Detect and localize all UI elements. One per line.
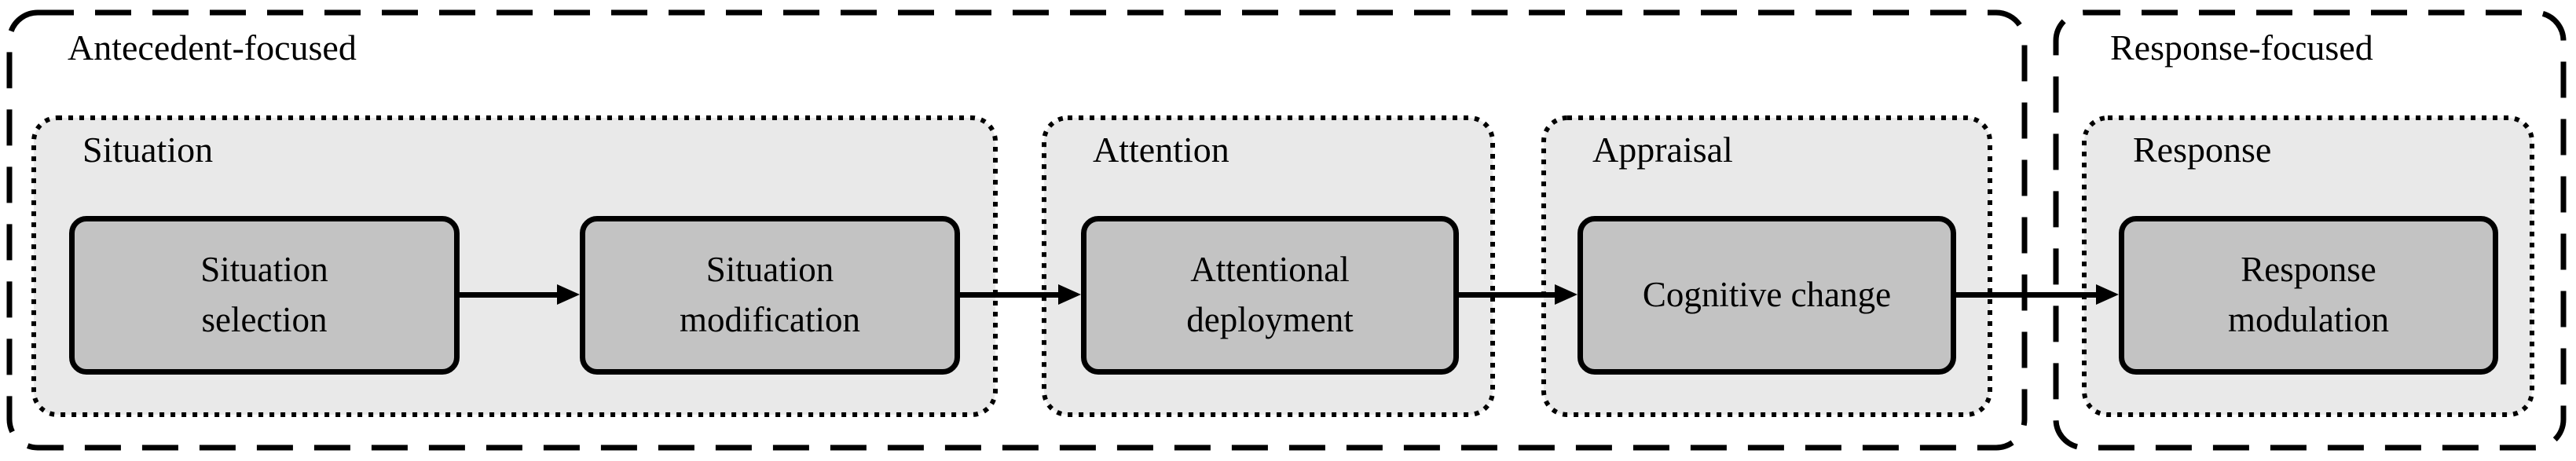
attentional-deployment-node: Attentional deployment (1081, 216, 1459, 375)
node-line: Situation (200, 250, 328, 290)
antecedent-region-label: Antecedent-focused (68, 27, 357, 68)
arrow-modification-to-deployment-line (960, 292, 1059, 298)
node-line: modification (680, 300, 860, 339)
node-line: Situation (705, 250, 834, 290)
appraisal-group-label: Appraisal (1592, 130, 1733, 170)
situation-selection-node: Situation selection (69, 216, 460, 375)
node-line: Response (2241, 250, 2376, 290)
situation-modification-node: Situation modification (580, 216, 960, 375)
node-line: selection (201, 300, 328, 339)
arrow-change-to-modulation-line (1956, 292, 2097, 298)
response-group-label: Response (2133, 130, 2272, 170)
arrow-selection-to-modification-head (557, 284, 580, 305)
arrow-deployment-to-change-line (1459, 292, 1555, 298)
node-line: Attentional (1190, 250, 1350, 290)
response-region-label: Response-focused (2110, 27, 2373, 68)
node-line: deployment (1186, 300, 1354, 339)
attention-group-label: Attention (1093, 130, 1229, 170)
arrow-deployment-to-change-head (1555, 284, 1577, 305)
arrow-selection-to-modification-line (460, 292, 558, 298)
node-line: Cognitive change (1642, 275, 1892, 315)
antecedent-region-border (6, 9, 2028, 451)
arrow-change-to-modulation-head (2096, 284, 2119, 305)
situation-group-label: Situation (82, 130, 214, 170)
node-line: modulation (2228, 300, 2389, 339)
arrow-modification-to-deployment-head (1058, 284, 1081, 305)
cognitive-change-node: Cognitive change (1577, 216, 1956, 375)
response-modulation-node: Response modulation (2119, 216, 2498, 375)
